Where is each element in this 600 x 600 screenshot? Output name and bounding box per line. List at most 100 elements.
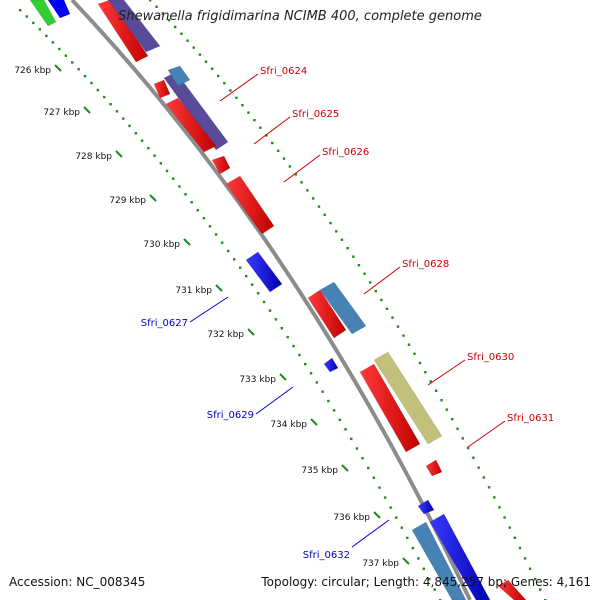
gc-dot: [239, 266, 242, 269]
gc-dot: [378, 486, 381, 489]
gc-dot: [317, 205, 321, 208]
tick-label: 726 kbp: [14, 66, 51, 76]
tick-mark: [183, 238, 191, 246]
gene-callout: Sfri_0630: [427, 352, 514, 386]
gc-dot: [309, 372, 313, 375]
gc-dot: [256, 292, 260, 295]
map-title: Shewanella frigidimarina NCIMB 400, comp…: [118, 9, 482, 24]
gc-dot: [64, 54, 67, 57]
gc-dot: [155, 5, 158, 8]
callout-line: [189, 296, 229, 323]
gc-dot: [282, 157, 286, 160]
gc-dot: [472, 456, 475, 459]
gc-dot: [96, 88, 100, 92]
backbone-arc: [70, 0, 472, 600]
tick-label: 736 kbp: [333, 513, 370, 523]
gc-dot: [288, 165, 292, 168]
gc-track-inner: [19, 9, 442, 600]
callout-line: [351, 519, 390, 548]
gc-dot: [498, 506, 501, 509]
gc-dot: [363, 272, 366, 275]
gc-track-outer: [149, 0, 547, 600]
gc-dot: [140, 139, 144, 142]
gc-dot: [128, 124, 131, 128]
callout-line: [467, 420, 506, 448]
gc-dot: [208, 225, 212, 228]
gc-dot: [312, 197, 315, 200]
gc-dot: [184, 193, 187, 196]
gc-dot: [304, 362, 307, 366]
gc-dot: [508, 526, 511, 529]
tick-label: 730 kbp: [143, 240, 180, 250]
feature-track: [29, 0, 527, 600]
gc-dot: [268, 309, 272, 312]
gc-dot: [161, 12, 164, 15]
gc-dot: [466, 446, 470, 450]
tick-mark: [54, 64, 62, 72]
feature-sfri-0630: [359, 363, 421, 453]
feature-green: [29, 0, 57, 27]
gc-dot: [232, 258, 236, 261]
gc-dot: [298, 353, 301, 357]
gc-dot: [407, 343, 411, 346]
gc-dot: [292, 344, 295, 348]
gc-dot: [477, 466, 480, 469]
gc-dot: [411, 546, 415, 550]
feature-sfri-0628: [307, 289, 347, 339]
gc-dot: [340, 238, 344, 241]
genome-summary-label: Topology: circular; Length: 4,845,257 bp…: [261, 575, 591, 589]
gc-dot: [306, 189, 309, 192]
gc-dot: [395, 516, 398, 519]
gc-dot: [71, 61, 74, 64]
tick-mark: [310, 418, 318, 426]
gc-dot: [159, 162, 163, 165]
gc-dot: [487, 486, 491, 489]
feature-red-bottom: [497, 579, 527, 600]
callout-line: [255, 386, 294, 415]
gc-dot: [389, 506, 392, 509]
feature-steelblue-small: [167, 65, 191, 87]
gc-dot: [198, 53, 202, 56]
gc-dot: [172, 177, 175, 180]
tick-label: 733 kbp: [239, 375, 276, 385]
gc-dot: [274, 318, 278, 321]
gc-dot: [315, 381, 319, 384]
gene-callouts: Sfri_0624Sfri_0625Sfri_0626Sfri_0628Sfri…: [141, 66, 554, 561]
tick-label: 729 kbp: [109, 196, 146, 206]
gc-dot: [149, 0, 152, 2]
gc-dot: [428, 577, 431, 581]
gc-dot: [147, 146, 150, 150]
gene-callout: Sfri_0624: [219, 66, 307, 102]
gc-dot: [294, 173, 297, 176]
gc-dot: [45, 34, 48, 38]
tick-label: 734 kbp: [270, 420, 307, 430]
gene-callout: Sfri_0627: [141, 296, 229, 329]
gc-dot: [513, 536, 517, 539]
gc-dot: [32, 21, 35, 25]
callout-line: [253, 116, 291, 145]
gc-dot: [196, 209, 199, 212]
tick-mark: [247, 328, 255, 336]
gc-dot: [271, 141, 274, 145]
gc-dot: [357, 264, 361, 267]
gene-label: Sfri_0624: [260, 66, 307, 77]
gc-dot: [391, 316, 394, 319]
gc-dot: [424, 370, 427, 374]
gc-dot: [344, 428, 347, 431]
gc-dot: [51, 41, 55, 44]
gc-dot: [355, 447, 359, 450]
gc-dot: [456, 427, 459, 430]
gc-dot: [244, 274, 248, 278]
tick-label: 728 kbp: [75, 152, 112, 162]
gc-dot: [538, 588, 542, 591]
gc-dot: [338, 418, 342, 422]
gene-label: Sfri_0628: [402, 259, 449, 270]
gc-dot: [417, 557, 420, 560]
gc-dot: [380, 298, 383, 302]
gene-callout: Sfri_0626: [283, 147, 369, 183]
gene-label: Sfri_0630: [467, 352, 514, 363]
gc-dot: [180, 32, 183, 35]
gc-dot: [103, 95, 106, 99]
